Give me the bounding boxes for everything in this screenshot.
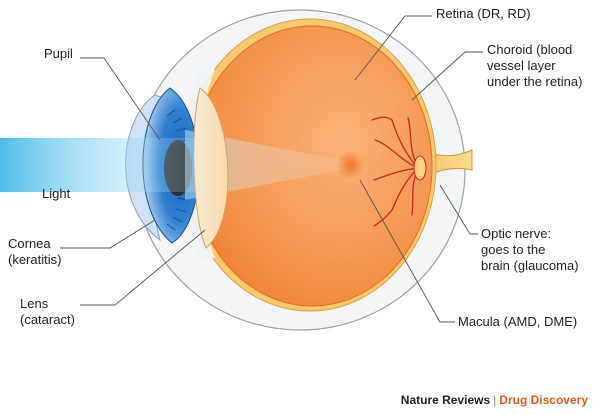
label-lens: Lens (cataract) (20, 296, 75, 327)
label-cornea: Cornea (keratitis) (8, 236, 62, 267)
label-optic-nerve: Optic nerve: goes to the brain (glaucoma… (481, 226, 579, 273)
label-macula: Macula (AMD, DME) (458, 314, 578, 329)
credit-publisher: Nature Reviews (400, 393, 491, 407)
label-pupil: Pupil (44, 46, 73, 61)
light-beam (0, 138, 200, 192)
label-choroid: Choroid (blood vessel layer under the re… (487, 42, 583, 89)
label-retina: Retina (DR, RD) (436, 6, 531, 21)
credit-separator: | (493, 393, 497, 407)
credit-journal: Drug Discovery (499, 393, 588, 407)
leader-lines (60, 15, 483, 323)
publisher-credit: Nature Reviews|Drug Discovery (401, 393, 588, 407)
label-light: Light (42, 186, 71, 201)
lens (193, 87, 229, 249)
optic-disc (413, 155, 427, 181)
